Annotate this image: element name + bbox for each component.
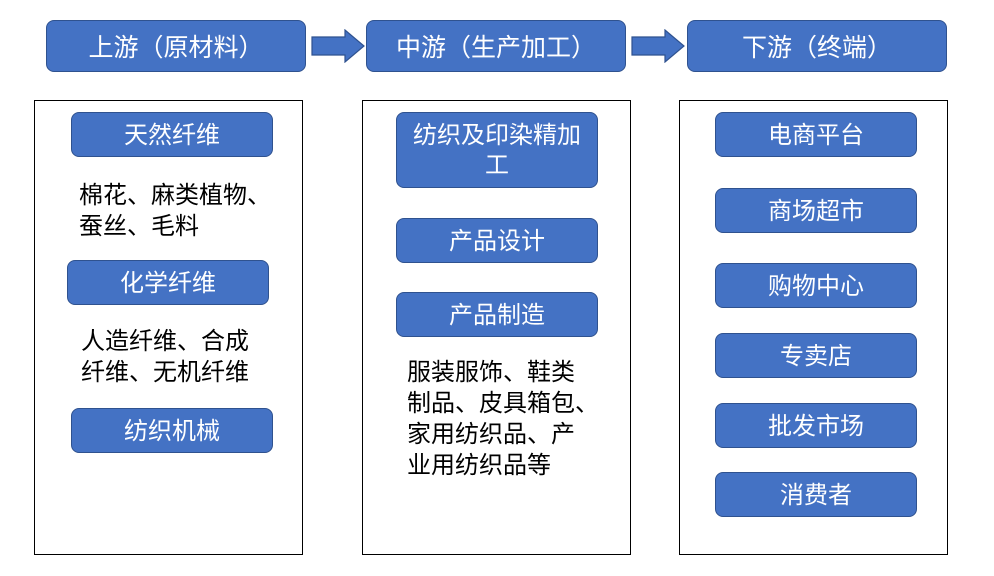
midstream-column: 纺织及印染精加工 产品设计 产品制造 服装服饰、鞋类 制品、皮具箱包、 家用纺织… — [362, 100, 631, 555]
upstream-column: 天然纤维 棉花、麻类植物、 蚕丝、毛料 化学纤维 人造纤维、合成 纤维、无机纤维… — [34, 100, 303, 555]
arrow-right-icon — [631, 29, 685, 63]
natural-fiber-box: 天然纤维 — [71, 112, 273, 157]
chemical-fiber-desc: 人造纤维、合成 纤维、无机纤维 — [81, 327, 249, 386]
stage-midstream: 中游（生产加工） — [366, 20, 626, 72]
supermarket-box: 商场超市 — [715, 188, 917, 233]
textile-machinery-box: 纺织机械 — [71, 408, 273, 453]
consumer-box: 消费者 — [715, 472, 917, 517]
downstream-column: 电商平台 商场超市 购物中心 专卖店 批发市场 消费者 — [679, 100, 948, 555]
processing-box: 纺织及印染精加工 — [396, 112, 598, 188]
ecommerce-box: 电商平台 — [715, 112, 917, 157]
product-design-box: 产品设计 — [396, 218, 598, 263]
products-desc: 服装服饰、鞋类 制品、皮具箱包、 家用纺织品、产 业用纺织品等 — [407, 358, 599, 479]
wholesale-market-box: 批发市场 — [715, 403, 917, 448]
stage-downstream: 下游（终端） — [687, 20, 947, 72]
product-manufacturing-box: 产品制造 — [396, 292, 598, 337]
arrow-right-icon — [311, 29, 365, 63]
shopping-center-box: 购物中心 — [715, 263, 917, 308]
chemical-fiber-box: 化学纤维 — [67, 260, 269, 305]
specialty-store-box: 专卖店 — [715, 333, 917, 378]
natural-fiber-desc: 棉花、麻类植物、 蚕丝、毛料 — [79, 181, 271, 240]
stage-upstream: 上游（原材料） — [46, 20, 306, 72]
